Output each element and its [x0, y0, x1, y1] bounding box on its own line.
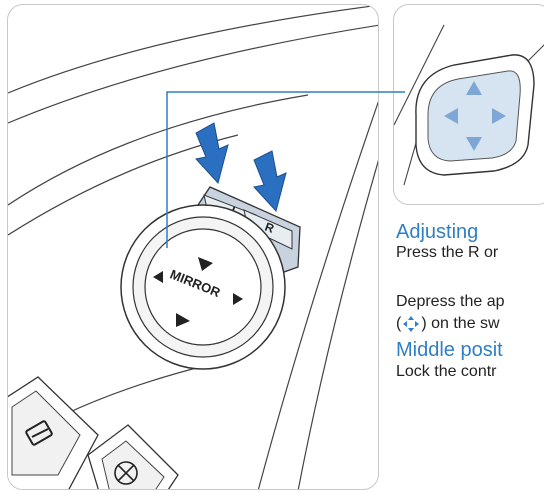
- mirror-control-dial[interactable]: MIRROR: [121, 205, 285, 369]
- door-panel-illustration: L R MIRROR: [7, 4, 379, 490]
- push-down-arrow-icon: [254, 151, 286, 211]
- push-down-arrow-icon: [196, 123, 228, 183]
- instruction-line-3-close: ) on the sw: [421, 315, 499, 333]
- door-trim-line: [8, 25, 379, 123]
- instruction-line-2: Depress the ap: [396, 293, 505, 311]
- window-lock-button[interactable]: [88, 425, 178, 490]
- instruction-line-1: Press the R or: [396, 244, 498, 262]
- instruction-line-4: Lock the contr: [396, 363, 497, 381]
- side-mirror-inset: [393, 4, 544, 205]
- middle-position-heading: Middle posit: [396, 340, 503, 360]
- instruction-line-3: ( ) on the sw: [396, 315, 500, 333]
- door-trim-line: [8, 5, 379, 93]
- window-switch-button[interactable]: [8, 377, 98, 490]
- mirror-housing: [416, 55, 534, 175]
- four-way-arrow-icon: [402, 315, 420, 333]
- side-mirror-drawing: [394, 5, 544, 205]
- adjusting-heading: Adjusting: [396, 222, 478, 242]
- door-panel-drawing: L R MIRROR: [8, 5, 379, 490]
- armrest-edge-line: [298, 155, 379, 490]
- instruction-line-3-open: (: [396, 315, 401, 333]
